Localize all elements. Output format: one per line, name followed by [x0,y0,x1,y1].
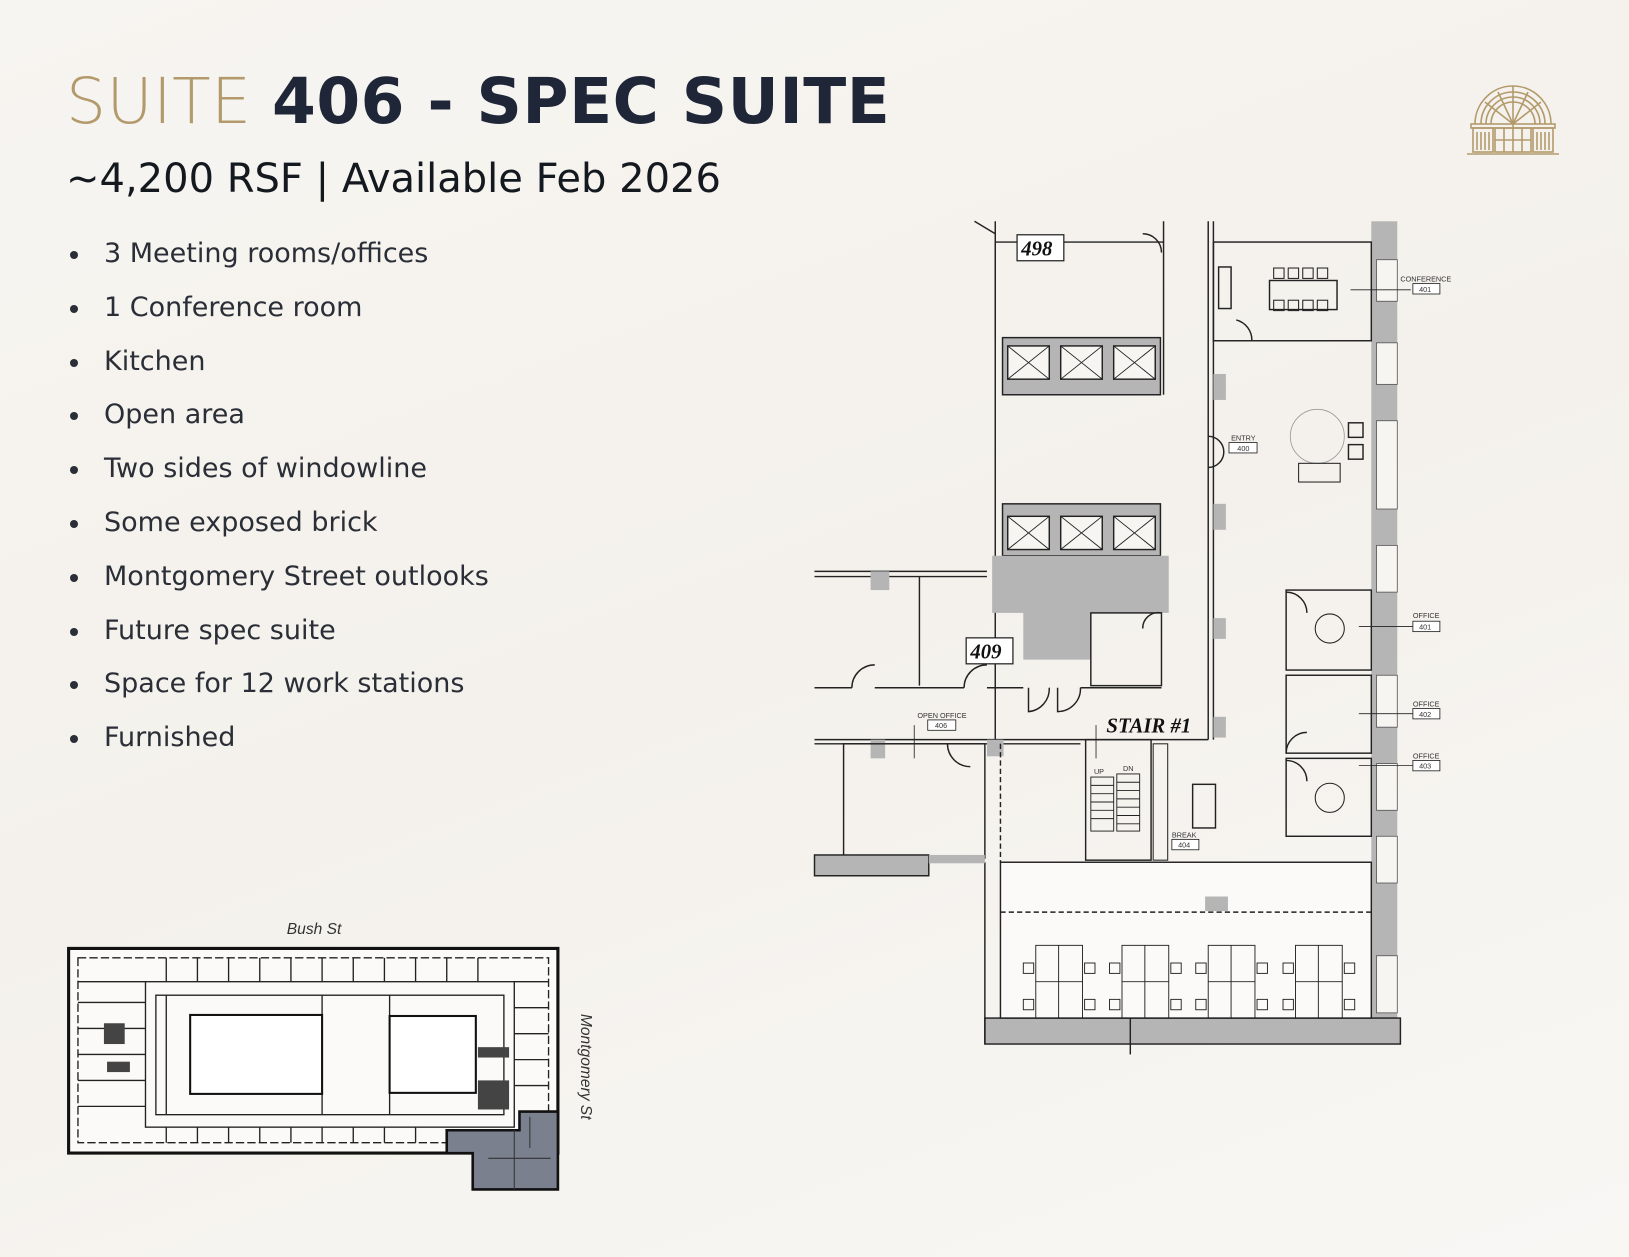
label-office-3-number: 403 [1419,762,1431,771]
feature-item: Kitchen [68,348,489,402]
label-office-3: OFFICE [1413,751,1440,760]
feature-item: 1 Conference room [68,294,489,348]
title-suite-number: 406 - SPEC SUITE [272,65,891,138]
page-subtitle: ~4,200 RSF | Available Feb 2026 [66,156,721,202]
label-break-number: 404 [1178,841,1190,850]
room-labels: CONFERENCE 401 ENTRY 400 OFFICE 401 OFFI… [917,234,1451,851]
feature-list: 3 Meeting rooms/offices 1 Conference roo… [68,240,489,778]
label-office-2: OFFICE [1413,699,1440,708]
label-office-1-number: 401 [1419,623,1431,632]
suite-floor-plan [813,220,1413,1055]
label-suite-498: 498 [1020,238,1053,261]
page-title: SUITE 406 - SPEC SUITE [66,70,890,133]
label-suite-409: 409 [969,641,1002,664]
feature-item: Some exposed brick [68,509,489,563]
feature-item: Space for 12 work stations [68,670,489,724]
street-bush: Bush St [287,921,342,938]
label-break: BREAK [1172,830,1197,839]
label-stair-up: UP [1094,767,1104,776]
feature-item: 3 Meeting rooms/offices [68,240,489,294]
feature-item: Montgomery Street outlooks [68,563,489,617]
feature-item: Furnished [68,724,489,778]
label-entry-number: 400 [1237,444,1249,453]
street-montgomery: Montgomery St [577,1014,594,1120]
label-stair-down: DN [1123,764,1134,773]
building-arch-logo [1467,85,1559,155]
label-office-2-number: 402 [1419,710,1431,719]
label-open-office-number: 406 [935,721,947,730]
label-open-office: OPEN OFFICE [917,711,966,720]
key-plan: Bush St Montgomery St [67,921,594,1191]
label-stair: STAIR #1 [1106,714,1191,737]
label-conference-number: 401 [1419,285,1431,294]
feature-item: Future spec suite [68,617,489,671]
label-conference: CONFERENCE [1400,275,1451,284]
feature-item: Two sides of windowline [68,455,489,509]
label-entry: ENTRY [1231,433,1256,442]
feature-item: Open area [68,401,489,455]
title-suite: SUITE [66,65,252,138]
label-office-1: OFFICE [1413,611,1440,620]
